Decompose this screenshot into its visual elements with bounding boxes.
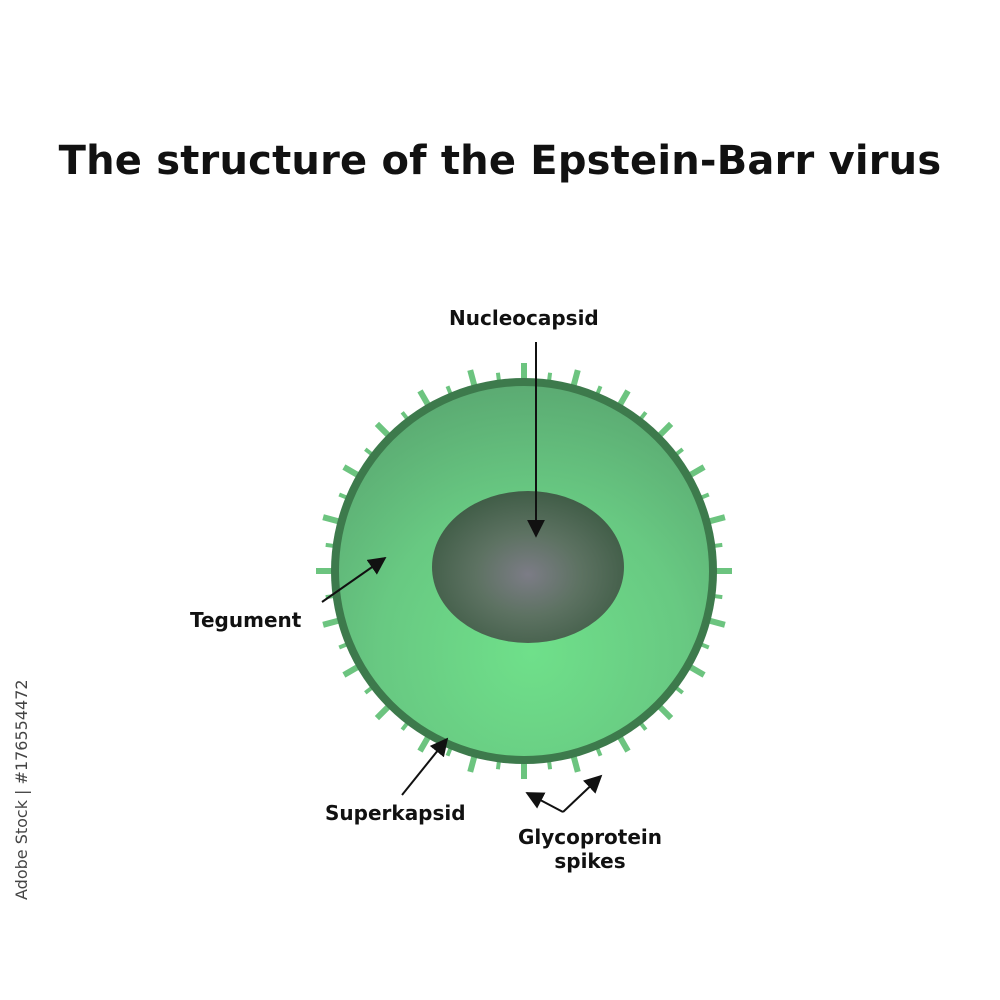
glycoprotein-arrow-left xyxy=(525,792,564,813)
glycoprotein-arrow-right xyxy=(562,774,603,813)
glycoprotein-spikes-label: Glycoprotein spikes xyxy=(505,825,675,873)
diagram-title: The structure of the Epstein-Barr virus xyxy=(58,138,942,184)
tegument-arrow xyxy=(321,556,387,603)
nucleocapsid xyxy=(432,491,624,643)
nucleocapsid-label: Nucleocapsid xyxy=(449,306,599,330)
tegument-label: Tegument xyxy=(190,608,302,632)
superkapsid-arrow xyxy=(401,737,449,796)
glycoprotein-label-line1: Glycoprotein xyxy=(517,825,663,849)
superkapsid-label: Superkapsid xyxy=(325,801,466,825)
glycoprotein-label-line2: spikes xyxy=(554,849,626,873)
stock-watermark-id: Adobe Stock | #176554472 xyxy=(12,679,31,900)
